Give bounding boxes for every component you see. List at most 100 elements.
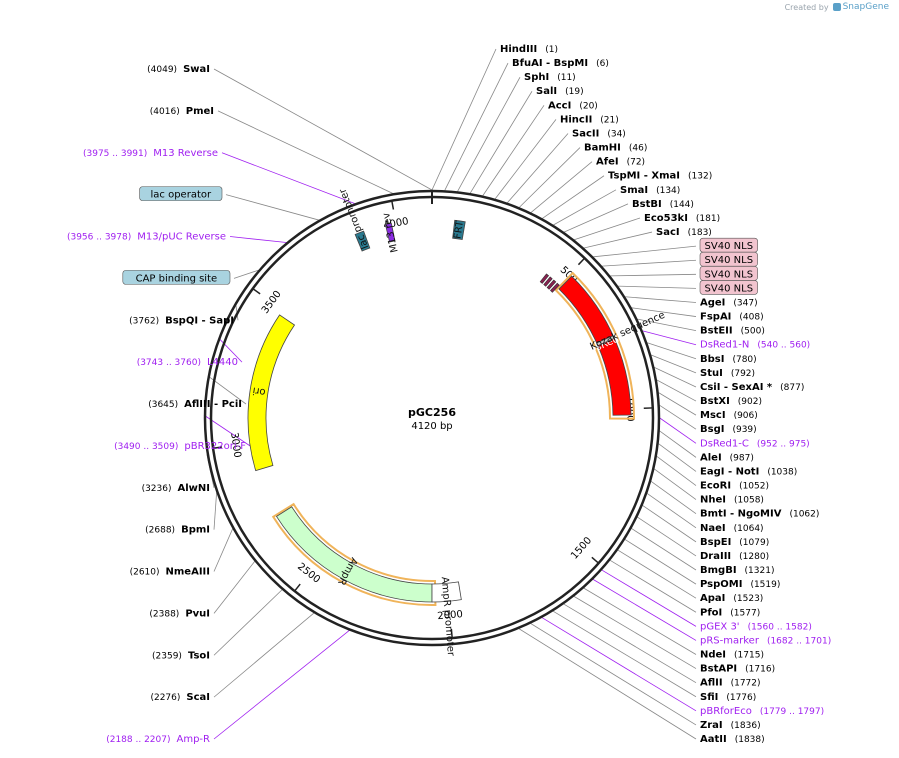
site-name: EagI - NotI — [700, 466, 759, 477]
site-position: (11) — [557, 73, 575, 83]
site-position: (2188 .. 2207) — [106, 735, 170, 745]
site-name: PspOMI — [700, 579, 742, 590]
ori-feature — [247, 314, 296, 472]
site-name: SmaI — [620, 185, 648, 196]
site-name: AccI — [548, 100, 571, 111]
site-name: BmgBI — [700, 565, 737, 576]
site-position: (2276) — [150, 693, 180, 703]
leader-line — [659, 417, 697, 444]
site-name: StuI — [700, 368, 723, 379]
leader-line — [573, 596, 697, 669]
leader-line — [233, 269, 259, 279]
site-position: (1715) — [734, 651, 764, 661]
tick-mark — [577, 258, 585, 266]
primer-label: pRS-marker(1682 .. 1701) — [700, 635, 831, 646]
feature-label: lac promoter — [337, 186, 371, 250]
tick-mark — [213, 446, 223, 449]
leader-line — [592, 579, 697, 641]
site-name: MscI — [700, 410, 726, 421]
site-position: (2610) — [130, 568, 160, 578]
enzyme-label: EcoRI(1052) — [700, 481, 769, 492]
site-name: FspAI — [700, 312, 731, 323]
site-name: SacII — [572, 128, 599, 139]
site-name: PvuI — [185, 608, 210, 619]
site-name: BstXI — [700, 396, 730, 407]
leader-line — [642, 330, 697, 346]
dsred2-feature — [558, 275, 632, 416]
enzyme-label: SwaI(4049) — [147, 64, 210, 75]
enzyme-label: AfeI(72) — [596, 157, 645, 168]
site-name: SalI — [536, 86, 557, 97]
enzyme-label: AgeI(347) — [700, 297, 758, 308]
site-name: HincII — [560, 114, 592, 125]
site-name: PmeI — [186, 106, 214, 117]
site-name: AfeI — [596, 157, 619, 168]
leader-line — [225, 194, 319, 221]
primer-label: M13/pUC Reverse(3956 .. 3978) — [67, 232, 226, 243]
enzyme-label: NdeI(1715) — [700, 650, 764, 661]
feature-box-label: SV40 NLS — [705, 269, 754, 280]
leader-line — [650, 354, 697, 374]
site-name: M13/pUC Reverse — [137, 232, 226, 243]
feature-label-box — [139, 186, 223, 201]
bp-ticks: 5001000150020002500300035004000 — [213, 201, 652, 638]
leader-line — [457, 76, 521, 192]
site-position: (1079) — [739, 538, 769, 548]
leader-line — [583, 231, 653, 249]
site-position: (2359) — [152, 651, 182, 661]
site-position: (877) — [780, 383, 804, 393]
site-name: pBRforEco — [700, 706, 752, 717]
leader-line — [656, 456, 697, 486]
site-position: (1772) — [731, 679, 761, 689]
site-position: (134) — [656, 186, 680, 196]
site-position: (3236) — [142, 484, 172, 494]
plasmid-name: pGC256 — [408, 406, 456, 419]
leader-line — [221, 152, 355, 204]
enzyme-label: AleI(987) — [700, 452, 754, 463]
site-position: (3490 .. 3509) — [114, 442, 178, 452]
leader-line — [617, 285, 697, 289]
site-name: EcoRI — [700, 481, 731, 492]
site-position: (1058) — [734, 496, 764, 506]
site-name: NaeI — [700, 523, 726, 534]
site-name: BstAPI — [700, 664, 737, 675]
site-position: (21) — [600, 115, 618, 125]
leader-line — [610, 273, 697, 277]
enzyme-label: AccI(20) — [548, 100, 598, 111]
site-position: (3743 .. 3760) — [137, 358, 201, 368]
leader-line — [656, 379, 697, 402]
frt-feature — [452, 219, 466, 241]
site-name: SwaI — [183, 64, 210, 75]
enzyme-label: DraIII(1280) — [700, 551, 769, 562]
site-name: AlwNI — [178, 483, 211, 494]
site-position: (4016) — [150, 107, 180, 117]
tick-label: 2000 — [437, 609, 463, 622]
leader-line — [617, 549, 697, 599]
enzyme-label: BstBI(144) — [632, 199, 694, 210]
site-name: SphI — [524, 72, 549, 83]
tick-label: 3500 — [260, 289, 284, 316]
leader-line — [542, 175, 605, 219]
leader-line — [518, 628, 697, 740]
tick-mark — [253, 288, 261, 295]
kozak-sequence-feature — [596, 335, 615, 347]
leader-line — [541, 617, 697, 712]
site-position: (1062) — [789, 510, 819, 520]
enzyme-label: AlwNI (3236) — [142, 483, 210, 494]
leader-line — [563, 203, 629, 233]
enzyme-label: BstXI (902) — [700, 396, 762, 407]
created-by-text: Created by — [784, 2, 829, 12]
site-position: (144) — [670, 200, 694, 210]
enzyme-label: PspOMI(1519) — [700, 579, 780, 590]
m13-rev-feature — [384, 222, 396, 243]
site-name: NheI — [700, 495, 726, 506]
primer-label: DsRed1-C(952 .. 975) — [700, 438, 810, 449]
leader-line — [647, 342, 697, 360]
leader-line — [213, 612, 315, 698]
site-position: (902) — [738, 397, 762, 407]
enzyme-label: AatII(1838) — [700, 734, 765, 745]
sv40-nls-arrow — [550, 282, 560, 293]
leader-line — [637, 516, 697, 557]
leader-line — [213, 589, 283, 656]
